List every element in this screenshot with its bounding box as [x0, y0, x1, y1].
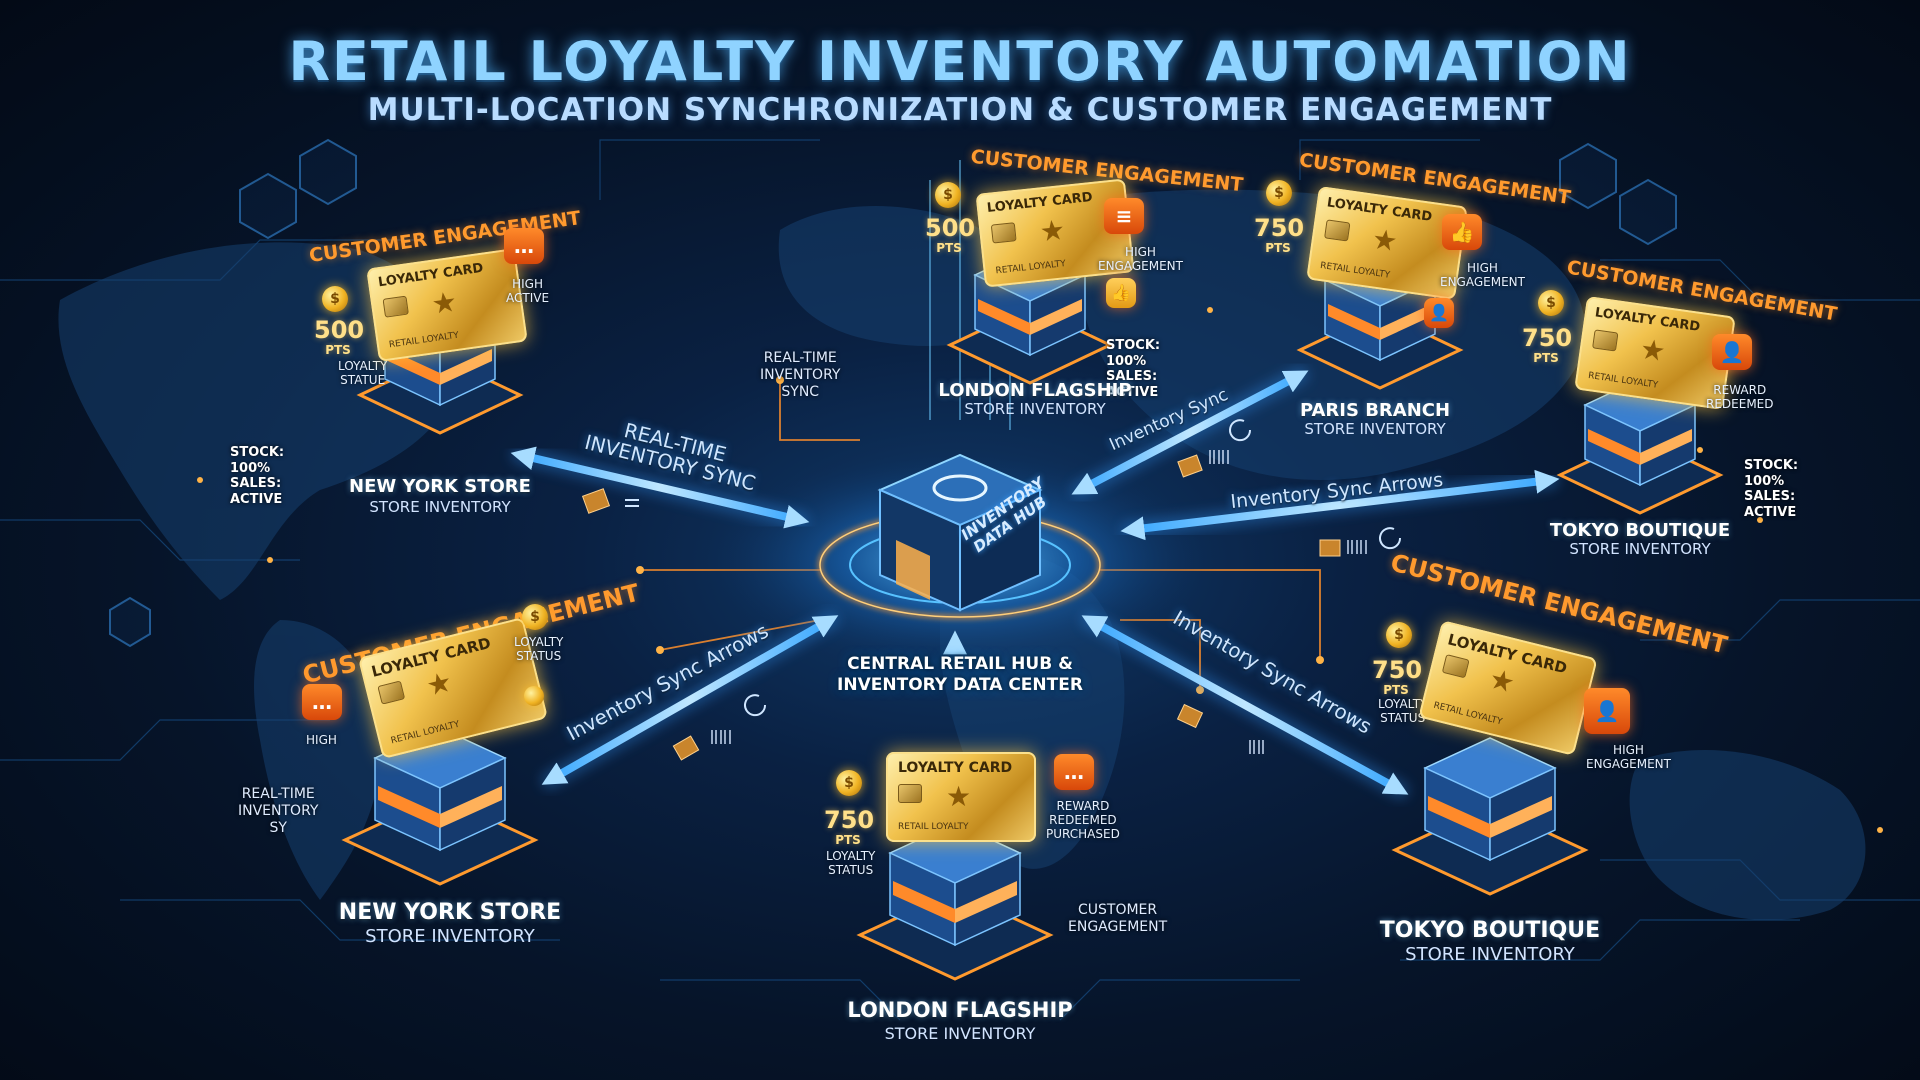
engagement-status: HIGH ENGAGEMENT	[1586, 743, 1671, 771]
loyalty-card: LOYALTY CARD ★ RETAIL LOYALTY	[886, 752, 1036, 842]
store-name: PARIS BRANCH	[1299, 400, 1451, 421]
coin-icon: $	[522, 604, 548, 630]
star-icon: ★	[1485, 661, 1519, 700]
engagement-status: HIGH	[306, 733, 337, 747]
card-chip-icon	[990, 222, 1017, 244]
coin-icon: $	[1386, 622, 1412, 648]
coin-icon: $	[322, 286, 348, 312]
refresh-icon	[625, 419, 1402, 717]
loyalty-status: LOYALTY STATUE	[338, 359, 388, 387]
store-icon-london-bottom	[856, 822, 1054, 981]
store-inventory-label: STORE INVENTORY	[884, 1024, 1036, 1043]
store-inventory-label: STORE INVENTORY	[1569, 540, 1711, 558]
store-inventory-label: STORE INVENTORY	[1405, 944, 1575, 965]
barcode-icon	[711, 450, 1367, 754]
chat-bubble-icon: ≡	[1104, 198, 1144, 234]
star-icon: ★	[1038, 213, 1067, 249]
engagement-status: REWARD REDEEMED PURCHASED	[1046, 799, 1120, 841]
card-chip-icon	[377, 680, 406, 705]
store-name: TOKYO BOUTIQUE	[1549, 520, 1731, 541]
box-icon	[581, 454, 1341, 761]
star-icon: ★	[1370, 222, 1400, 259]
engagement-status: HIGH ENGAGEMENT	[1440, 261, 1525, 289]
sync-arrows	[510, 366, 1560, 799]
stock-sales: STOCK: 100% SALES: ACTIVE	[230, 445, 285, 507]
user-icon: 👤	[1424, 298, 1454, 328]
coin-icon: $	[836, 770, 862, 796]
card-chip-icon	[1324, 219, 1351, 242]
chat-bubble-icon: …	[302, 684, 342, 720]
store-inventory-label: STORE INVENTORY	[1304, 420, 1446, 438]
store-name: LONDON FLAGSHIP	[847, 998, 1073, 1022]
store-name: LONDON FLAGSHIP	[938, 380, 1132, 401]
chat-bubble-icon: …	[1054, 754, 1094, 790]
stock-sales: STOCK: 100% SALES: ACTIVE	[1744, 458, 1799, 520]
card-chip-icon	[1441, 654, 1470, 679]
loyalty-status: LOYALTY STATUS	[1378, 697, 1428, 725]
thumbs-up-icon: 👍	[1106, 278, 1136, 308]
user-icon: 👤	[1712, 334, 1752, 370]
star-icon: ★	[422, 664, 456, 703]
star-icon: ★	[1638, 332, 1668, 369]
coin-icon: $	[1538, 290, 1564, 316]
sync-label-london-top: REAL-TIME INVENTORY SYNC	[760, 350, 841, 400]
store-inventory-label: STORE INVENTORY	[964, 400, 1106, 418]
hub-caption: CENTRAL RETAIL HUB & INVENTORY DATA CENT…	[837, 654, 1083, 696]
coin-icon: $	[935, 182, 961, 208]
thumbs-up-icon: 👍	[1442, 214, 1482, 250]
page-subtitle: MULTI-LOCATION SYNCHRONIZATION & CUSTOME…	[367, 92, 1553, 128]
hub-cube	[877, 453, 1043, 612]
card-chip-icon	[898, 784, 922, 803]
store-name: NEW YORK STORE	[338, 900, 562, 925]
card-chip-icon	[382, 295, 409, 318]
hexagon-decor	[109, 138, 1677, 648]
page-title: RETAIL LOYALTY INVENTORY AUTOMATION	[288, 30, 1632, 93]
realtime-caption: REAL-TIME INVENTORY SY	[238, 786, 319, 836]
store-inventory-label: STORE INVENTORY	[365, 926, 535, 947]
star-icon: ★	[429, 284, 459, 321]
card-chip-icon	[1592, 329, 1619, 352]
user-icon: 👤	[1584, 688, 1630, 734]
stock-sales: STOCK: 100% SALES: ACTIVE	[1106, 338, 1161, 400]
loyalty-status: LOYALTY STATUS	[514, 635, 564, 663]
engagement-status: HIGH ACTIVE	[506, 277, 550, 305]
coin-icon: $	[1266, 180, 1292, 206]
store-inventory-label: STORE INVENTORY	[369, 498, 511, 516]
chat-bubble-icon: …	[504, 228, 544, 264]
engagement-caption: CUSTOMER ENGAGEMENT	[1068, 902, 1168, 935]
star-icon: ★	[946, 780, 972, 813]
store-name: NEW YORK STORE	[349, 476, 531, 497]
engagement-status: HIGH ENGAGEMENT	[1098, 245, 1183, 273]
store-icon-ny-bottom	[341, 727, 539, 886]
engagement-status: REWARD REDEEMED	[1706, 383, 1774, 411]
loyalty-status: LOYALTY STATUS	[826, 849, 876, 877]
store-icon-tokyo-top	[1556, 378, 1724, 515]
store-icon-tokyo-bottom	[1391, 737, 1589, 896]
store-name: TOKYO BOUTIQUE	[1379, 918, 1601, 943]
coin-icon	[524, 686, 544, 706]
